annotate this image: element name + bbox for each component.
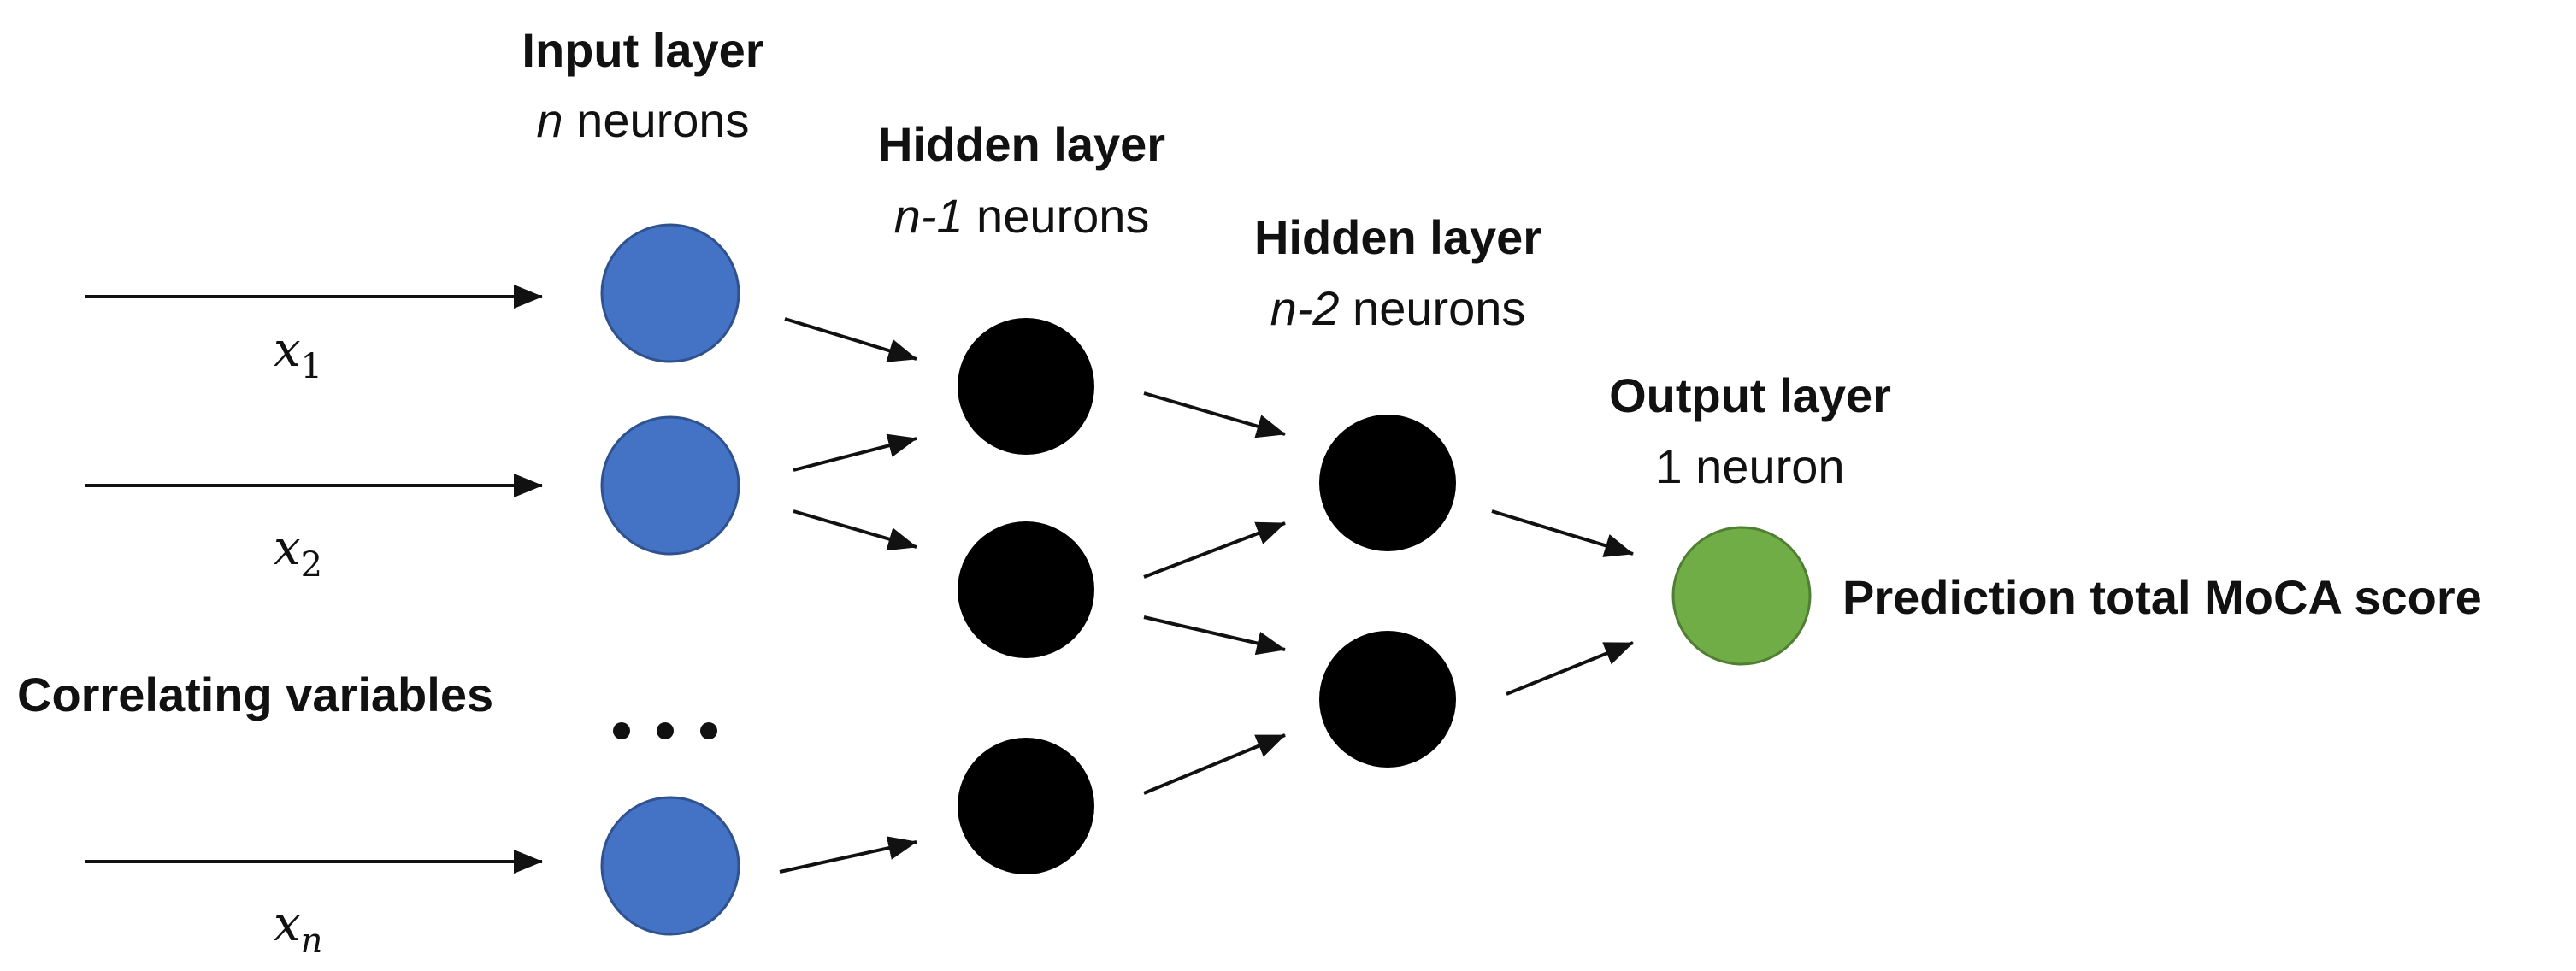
- prediction-output-label: Prediction total MoCA score: [1842, 570, 2482, 624]
- input-layer-count: n neurons: [536, 93, 749, 147]
- hidden-layer-1-title: Hidden layer: [878, 117, 1165, 171]
- input-variable-xn: xn: [274, 897, 322, 961]
- input-variable-x1-symbol: x: [274, 322, 301, 378]
- hidden-layer-1-count: n-1 neurons: [894, 189, 1150, 243]
- output-layer-neurons: [1671, 526, 1812, 666]
- input-layer-title: Input layer: [522, 23, 763, 77]
- ellipsis-dot-2: [657, 722, 674, 739]
- input-neuron: [600, 415, 740, 556]
- connection-arrow: [1143, 521, 1286, 579]
- hidden-layer-2-title: Hidden layer: [1254, 210, 1541, 264]
- input-variable-labels: x1 x2 xn: [274, 322, 322, 961]
- hidden-1-neuron: [958, 738, 1094, 874]
- input-layer-count-text: neurons: [563, 93, 750, 147]
- hidden-layer-2-heading: Hidden layer n-2 neurons: [1254, 210, 1541, 335]
- input-variable-x1: x1: [274, 322, 322, 386]
- output-neuron: [1671, 526, 1812, 666]
- output-layer-count: 1 neuron: [1655, 439, 1844, 493]
- connection-arrows: [779, 317, 1634, 874]
- connection-arrow: [784, 317, 917, 362]
- hidden-layer-2-count-var: n-2: [1270, 281, 1340, 335]
- hidden-layer-2-count-text: neurons: [1340, 281, 1526, 335]
- output-layer-title: Output layer: [1609, 368, 1891, 422]
- output-layer-heading: Output layer 1 neuron: [1609, 368, 1891, 493]
- input-arrows: [85, 285, 543, 874]
- input-variable-x2-index: 2: [301, 545, 322, 585]
- connection-arrow: [779, 836, 917, 874]
- hidden-layer-1-neurons: [958, 318, 1094, 874]
- connection-arrow: [1506, 641, 1634, 696]
- hidden-2-neuron: [1319, 631, 1456, 768]
- hidden-2-neuron: [1319, 415, 1456, 551]
- connection-arrow: [1491, 509, 1634, 557]
- input-neuron: [600, 223, 740, 363]
- ellipsis-dots: [613, 722, 717, 739]
- input-variable-xn-symbol: x: [274, 897, 301, 952]
- input-variable-x2-symbol: x: [274, 521, 301, 576]
- hidden-layer-1-count-var: n-1: [894, 189, 964, 243]
- hidden-layer-2-neurons: [1319, 415, 1456, 768]
- ellipsis-dot-1: [613, 722, 630, 739]
- connection-arrow: [793, 509, 917, 551]
- input-variable-x2: x2: [274, 521, 322, 585]
- input-layer-heading: Input layer n neurons: [522, 23, 763, 147]
- connection-arrow: [1143, 733, 1286, 795]
- correlating-variables-label: Correlating variables: [17, 668, 493, 721]
- hidden-layer-1-heading: Hidden layer n-1 neurons: [878, 117, 1165, 243]
- hidden-1-neuron: [958, 521, 1094, 658]
- ellipsis-dot-3: [700, 722, 717, 739]
- input-variable-x1-index: 1: [301, 347, 322, 386]
- hidden-layer-2-count: n-2 neurons: [1270, 281, 1526, 335]
- hidden-layer-1-count-text: neurons: [964, 189, 1150, 243]
- hidden-1-neuron: [958, 318, 1094, 455]
- input-variable-xn-index: n: [301, 921, 323, 961]
- input-layer-count-var: n: [536, 93, 563, 147]
- connection-arrow: [793, 433, 917, 472]
- input-layer-neurons: [600, 223, 740, 936]
- connection-arrow: [1143, 391, 1286, 438]
- connection-arrow: [1143, 615, 1286, 656]
- input-neuron: [600, 796, 740, 936]
